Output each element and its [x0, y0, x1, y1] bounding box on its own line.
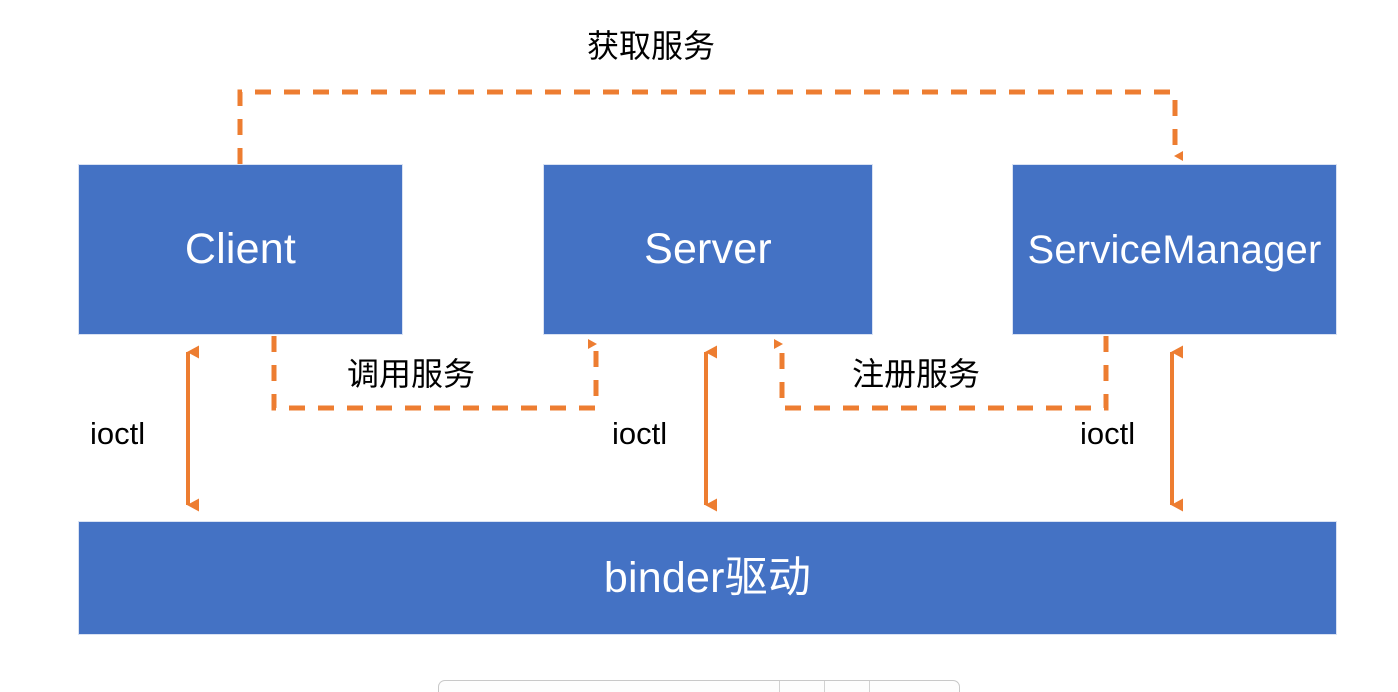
node-server-label: Server — [644, 225, 772, 273]
node-client[interactable]: Client — [78, 164, 403, 335]
node-servicemanager-label: ServiceManager — [1027, 227, 1322, 272]
edge-label-get-service: 获取服务 — [587, 28, 716, 64]
toolbar-divider — [779, 681, 780, 692]
bottom-toolbar-strip[interactable] — [438, 680, 960, 692]
node-client-label: Client — [184, 225, 297, 273]
connector-call-service — [271, 336, 599, 411]
toolbar-divider — [869, 681, 870, 692]
node-servicemanager[interactable]: ServiceManager — [1012, 164, 1337, 335]
connector-get-service — [237, 89, 1183, 164]
toolbar-divider — [824, 681, 825, 692]
node-server[interactable]: Server — [543, 164, 873, 335]
node-binder-driver[interactable]: binder驱动 — [78, 521, 1337, 635]
node-binder-driver-label: binder驱动 — [603, 553, 812, 602]
edge-label-ioctl-client: ioctl — [90, 416, 146, 451]
connector-register-service — [774, 336, 1109, 411]
edge-label-ioctl-servicemanager: ioctl — [1080, 416, 1136, 451]
edge-label-call-service: 调用服务 — [347, 356, 476, 392]
edge-label-register-service: 注册服务 — [852, 356, 981, 392]
edge-label-ioctl-server: ioctl — [612, 416, 668, 451]
